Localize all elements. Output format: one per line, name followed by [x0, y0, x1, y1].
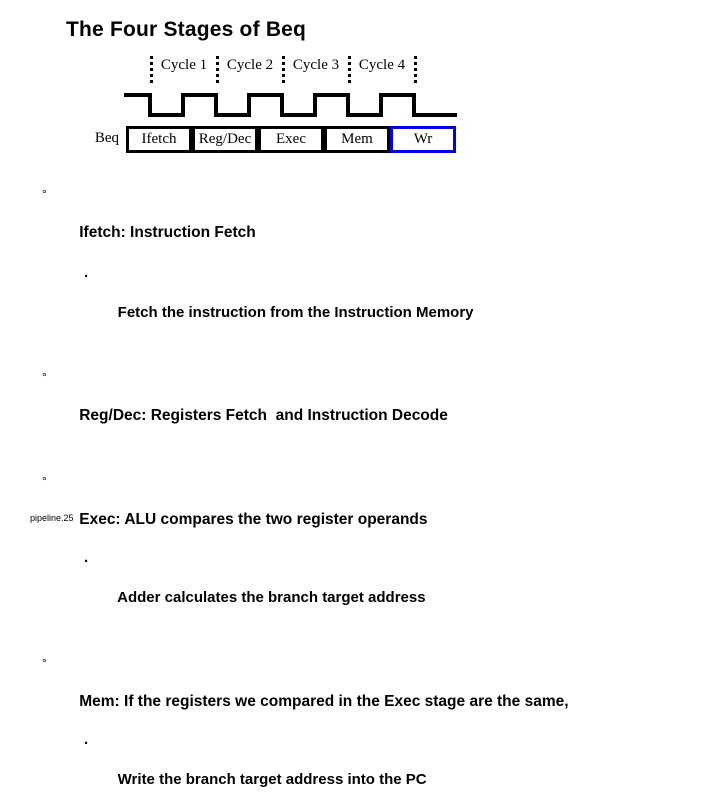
bullet-marker-circle-icon: °	[42, 370, 47, 384]
clock-signal-waveform	[124, 93, 457, 117]
bullet-text: Mem: If the registers we compared in the…	[79, 693, 569, 710]
bullet-item-mem: ° Mem: If the registers we compared in t…	[0, 656, 720, 729]
page-title: The Four Stages of Beq	[66, 18, 307, 41]
cycle-divider	[348, 56, 351, 86]
sub-bullet-item-mem-1: · Write the branch target address into t…	[0, 735, 720, 807]
bullet-item-ifetch: ° Ifetch: Instruction Fetch	[0, 187, 720, 260]
stage-box-label: Ifetch	[141, 131, 177, 147]
sub-bullet-text: Write the branch target address into the…	[117, 771, 427, 788]
bullet-marker-circle-icon: °	[42, 187, 47, 201]
bullet-item-regdec: ° Reg/Dec: Registers Fetch and Instructi…	[0, 370, 720, 443]
stage-box-ifetch[interactable]: Ifetch	[126, 126, 192, 153]
cycle-label-2: Cycle 2	[226, 57, 274, 73]
sub-bullet-text: Fetch the instruction from the Instructi…	[117, 304, 474, 321]
stage-box-label: Wr	[393, 129, 453, 150]
sub-bullet-marker-dot-icon: ·	[84, 735, 89, 752]
bullet-text: Exec: ALU compares the two register oper…	[79, 511, 428, 528]
stage-box-regdec[interactable]: Reg/Dec	[192, 126, 258, 153]
bullet-marker-circle-icon: °	[42, 474, 47, 488]
pipeline-stage-row: Beq Ifetch Reg/Dec Exec Mem Wr	[0, 126, 720, 153]
cycle-divider	[282, 56, 285, 86]
instruction-label: Beq	[94, 130, 119, 146]
bullet-marker-circle-icon: °	[42, 656, 47, 670]
cycle-divider	[150, 56, 153, 86]
cycle-divider	[216, 56, 219, 86]
cycle-label-4: Cycle 4	[358, 57, 406, 73]
sub-bullet-text: Adder calculates the branch target addre…	[117, 589, 426, 606]
cycle-divider	[414, 56, 417, 86]
sub-bullet-item-ifetch-1: · Fetch the instruction from the Instruc…	[0, 268, 720, 340]
stage-box-mem[interactable]: Mem	[324, 126, 390, 153]
stage-box-label: Mem	[341, 131, 373, 147]
footer-slide-id: pipeline.25	[30, 513, 74, 523]
stage-box-label: Reg/Dec	[198, 131, 252, 147]
sub-bullet-marker-dot-icon: ·	[84, 268, 89, 285]
stage-box-wr[interactable]: Wr	[390, 126, 456, 153]
sub-bullet-marker-dot-icon: ·	[84, 553, 89, 570]
bullet-text: Reg/Dec: Registers Fetch and Instruction…	[79, 407, 448, 424]
stage-box-exec[interactable]: Exec	[258, 126, 324, 153]
stage-box-label: Exec	[276, 131, 306, 147]
bullet-text: Ifetch: Instruction Fetch	[79, 224, 256, 241]
cycle-label-3: Cycle 3	[292, 57, 340, 73]
cycle-label-row: Cycle 1 Cycle 2 Cycle 3 Cycle 4	[0, 55, 720, 87]
sub-bullet-item-exec-1: · Adder calculates the branch target add…	[0, 553, 720, 625]
timing-diagram: Cycle 1 Cycle 2 Cycle 3 Cycle 4	[0, 55, 720, 160]
bullet-item-exec: ° Exec: ALU compares the two register op…	[0, 474, 720, 547]
bullet-list: ° Ifetch: Instruction Fetch · Fetch the …	[0, 187, 720, 807]
cycle-label-1: Cycle 1	[160, 57, 208, 73]
